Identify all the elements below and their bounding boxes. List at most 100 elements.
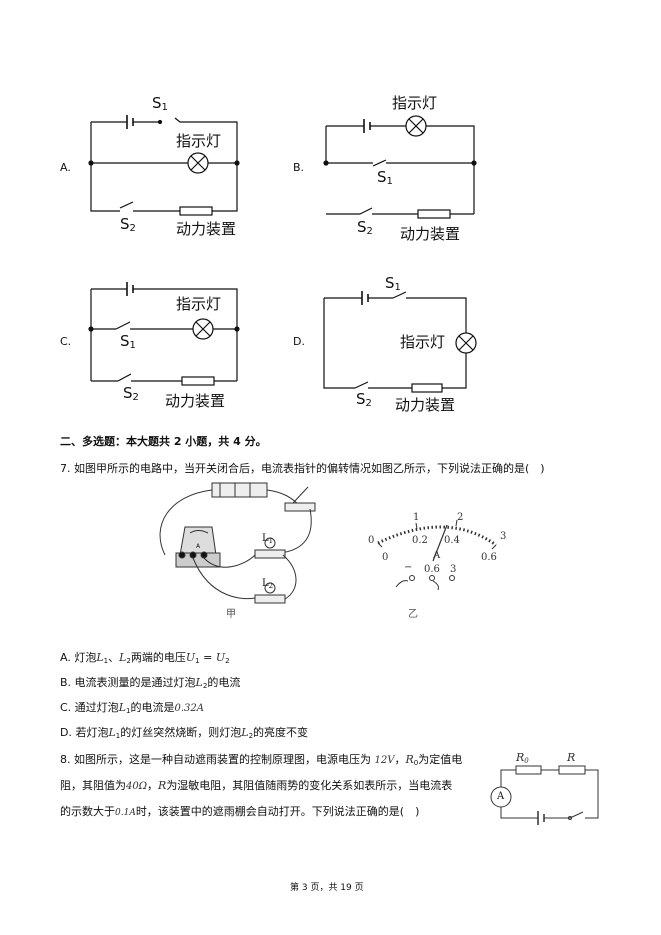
s1-sub: 1 [386, 176, 393, 187]
indicator-lamp-label: 指示灯 [176, 132, 222, 150]
circuit-options [88, 115, 477, 393]
var: R [158, 779, 167, 792]
sub: 1 [195, 657, 200, 665]
var: U [185, 651, 196, 664]
text: 8. 如图所示，这是一种自动遮雨装置的控制原理图，电源电压为 [60, 753, 375, 766]
value: 12V [374, 755, 395, 766]
s2-sub: 2 [366, 226, 373, 237]
l2-sub: 2 [268, 582, 274, 590]
s2-text: S [357, 218, 367, 236]
q7-option-b[interactable]: B. 电流表测量的是通过灯泡L2的电流 [60, 674, 240, 690]
switch-s1-label: S1 [385, 274, 401, 293]
s2-sub: 2 [365, 398, 372, 409]
switch-s2-label: S2 [357, 218, 373, 237]
switch-s1-label: S1 [120, 332, 136, 351]
var: L [241, 726, 249, 739]
dial-top-tick-0: 0 [368, 535, 375, 546]
q8-line-1: 8. 如图所示，这是一种自动遮雨装置的控制原理图，电源电压为 12V，R0为定值… [60, 751, 462, 767]
text: 的灯丝突然烧断，则灯泡 [120, 726, 242, 739]
option-d-letter: D. [293, 335, 305, 348]
q7-option-c[interactable]: C. 通过灯泡L1的电流是0.32A [60, 699, 204, 715]
circuit-c [88, 282, 240, 386]
power-device-label: 动力装置 [400, 225, 461, 243]
sub: 0 [413, 759, 419, 767]
q7-option-d[interactable]: D. 若灯泡L1的灯丝突然烧断，则灯泡L2的亮度不变 [60, 724, 308, 740]
value: 0.1A [115, 808, 136, 818]
text: B. 电流表测量的是通过灯泡 [60, 676, 196, 689]
sub: 2 [248, 732, 254, 740]
indicator-lamp-label: 指示灯 [176, 295, 222, 313]
text: 的电流 [207, 676, 241, 689]
dial-bottom-tick-3: 0.6 [481, 552, 497, 563]
text: ， [394, 753, 406, 766]
var: L [108, 726, 116, 739]
circuit-d [323, 291, 477, 393]
option-b-letter: B. [293, 161, 305, 174]
l1-label: L1 [262, 533, 273, 545]
l2-label: L2 [262, 578, 273, 590]
text: 阻，其阻值为 [60, 779, 126, 792]
dial-unit: A [433, 550, 441, 561]
option-a-letter: A. [60, 161, 71, 174]
dial-bottom-tick-0: 0 [382, 552, 389, 563]
section-title: 二、多选题：本大题共 2 小题，共 4 分。 [60, 435, 267, 448]
switch-s2-label: S2 [120, 215, 136, 234]
sub: 1 [115, 732, 121, 740]
figure-yi-ammeter-dial [377, 519, 497, 591]
dial-top-tick-2: 2 [457, 512, 464, 523]
eq: = [199, 651, 216, 664]
var: R [516, 751, 525, 764]
s1-text: S [385, 274, 395, 292]
caption-jia: 甲 [226, 609, 236, 620]
switch-s2-label: S2 [356, 390, 372, 409]
r-label: R [567, 751, 576, 764]
s1-text: S [152, 94, 162, 112]
s1-sub: 1 [161, 102, 168, 113]
text: 为定值电 [418, 753, 463, 766]
switch-s2-label: S2 [123, 384, 139, 403]
page-footer: 第 3 页，共 19 页 [290, 883, 364, 893]
l1-text: L [262, 533, 269, 544]
dial-top-tick-3: 3 [500, 531, 507, 542]
value: 0.32A [174, 703, 204, 714]
text: 两端的电压 [130, 651, 186, 664]
q8-circuit [490, 765, 599, 825]
sub: 2 [126, 657, 131, 665]
power-device-label: 动力装置 [176, 220, 237, 238]
var: L [118, 701, 126, 714]
text: D. 若灯泡 [60, 726, 109, 739]
ammeter-label: A [497, 791, 505, 802]
circuit-a [88, 115, 240, 216]
power-device-label: 动力装置 [395, 396, 456, 414]
text: 时，该装置中的遮雨棚会自动打开。下列说法正确的是( ) [135, 805, 420, 818]
dial-bottom-tick-1: 0.2 [412, 535, 428, 546]
var: U [215, 651, 226, 664]
caption-yi: 乙 [408, 609, 418, 620]
indicator-lamp-label: 指示灯 [400, 333, 446, 351]
q7-option-a[interactable]: A. 灯泡L1、L2两端的电压U1 = U2 [60, 649, 230, 665]
power-device-label: 动力装置 [165, 392, 226, 410]
q8-line-2: 阻，其阻值为40Ω，R为湿敏电阻，其阻值随雨势的变化关系如表所示，当电流表 [60, 777, 452, 793]
text: C. 通过灯泡 [60, 701, 119, 714]
sub: 0 [524, 757, 529, 765]
sub: 2 [202, 682, 208, 690]
text: 的示数大于 [60, 805, 115, 818]
s1-sub: 1 [129, 340, 136, 351]
var: L [96, 651, 104, 664]
s2-text: S [123, 384, 133, 402]
s1-text: S [120, 332, 130, 350]
q7-figures [159, 482, 497, 604]
circuit-b [323, 115, 477, 219]
l2-text: L [262, 578, 269, 589]
text: 的亮度不变 [253, 726, 309, 739]
switch-s1-label: S1 [152, 94, 168, 113]
figure-jia-circuit [159, 482, 316, 604]
sub: 1 [126, 707, 131, 715]
text: 、 [108, 651, 120, 664]
indicator-lamp-label: 指示灯 [392, 94, 438, 112]
var: R [405, 753, 414, 766]
dial-bottom-tick-2: 0.4 [444, 535, 460, 546]
meter-label: A [196, 543, 201, 550]
s2-text: S [120, 215, 130, 233]
